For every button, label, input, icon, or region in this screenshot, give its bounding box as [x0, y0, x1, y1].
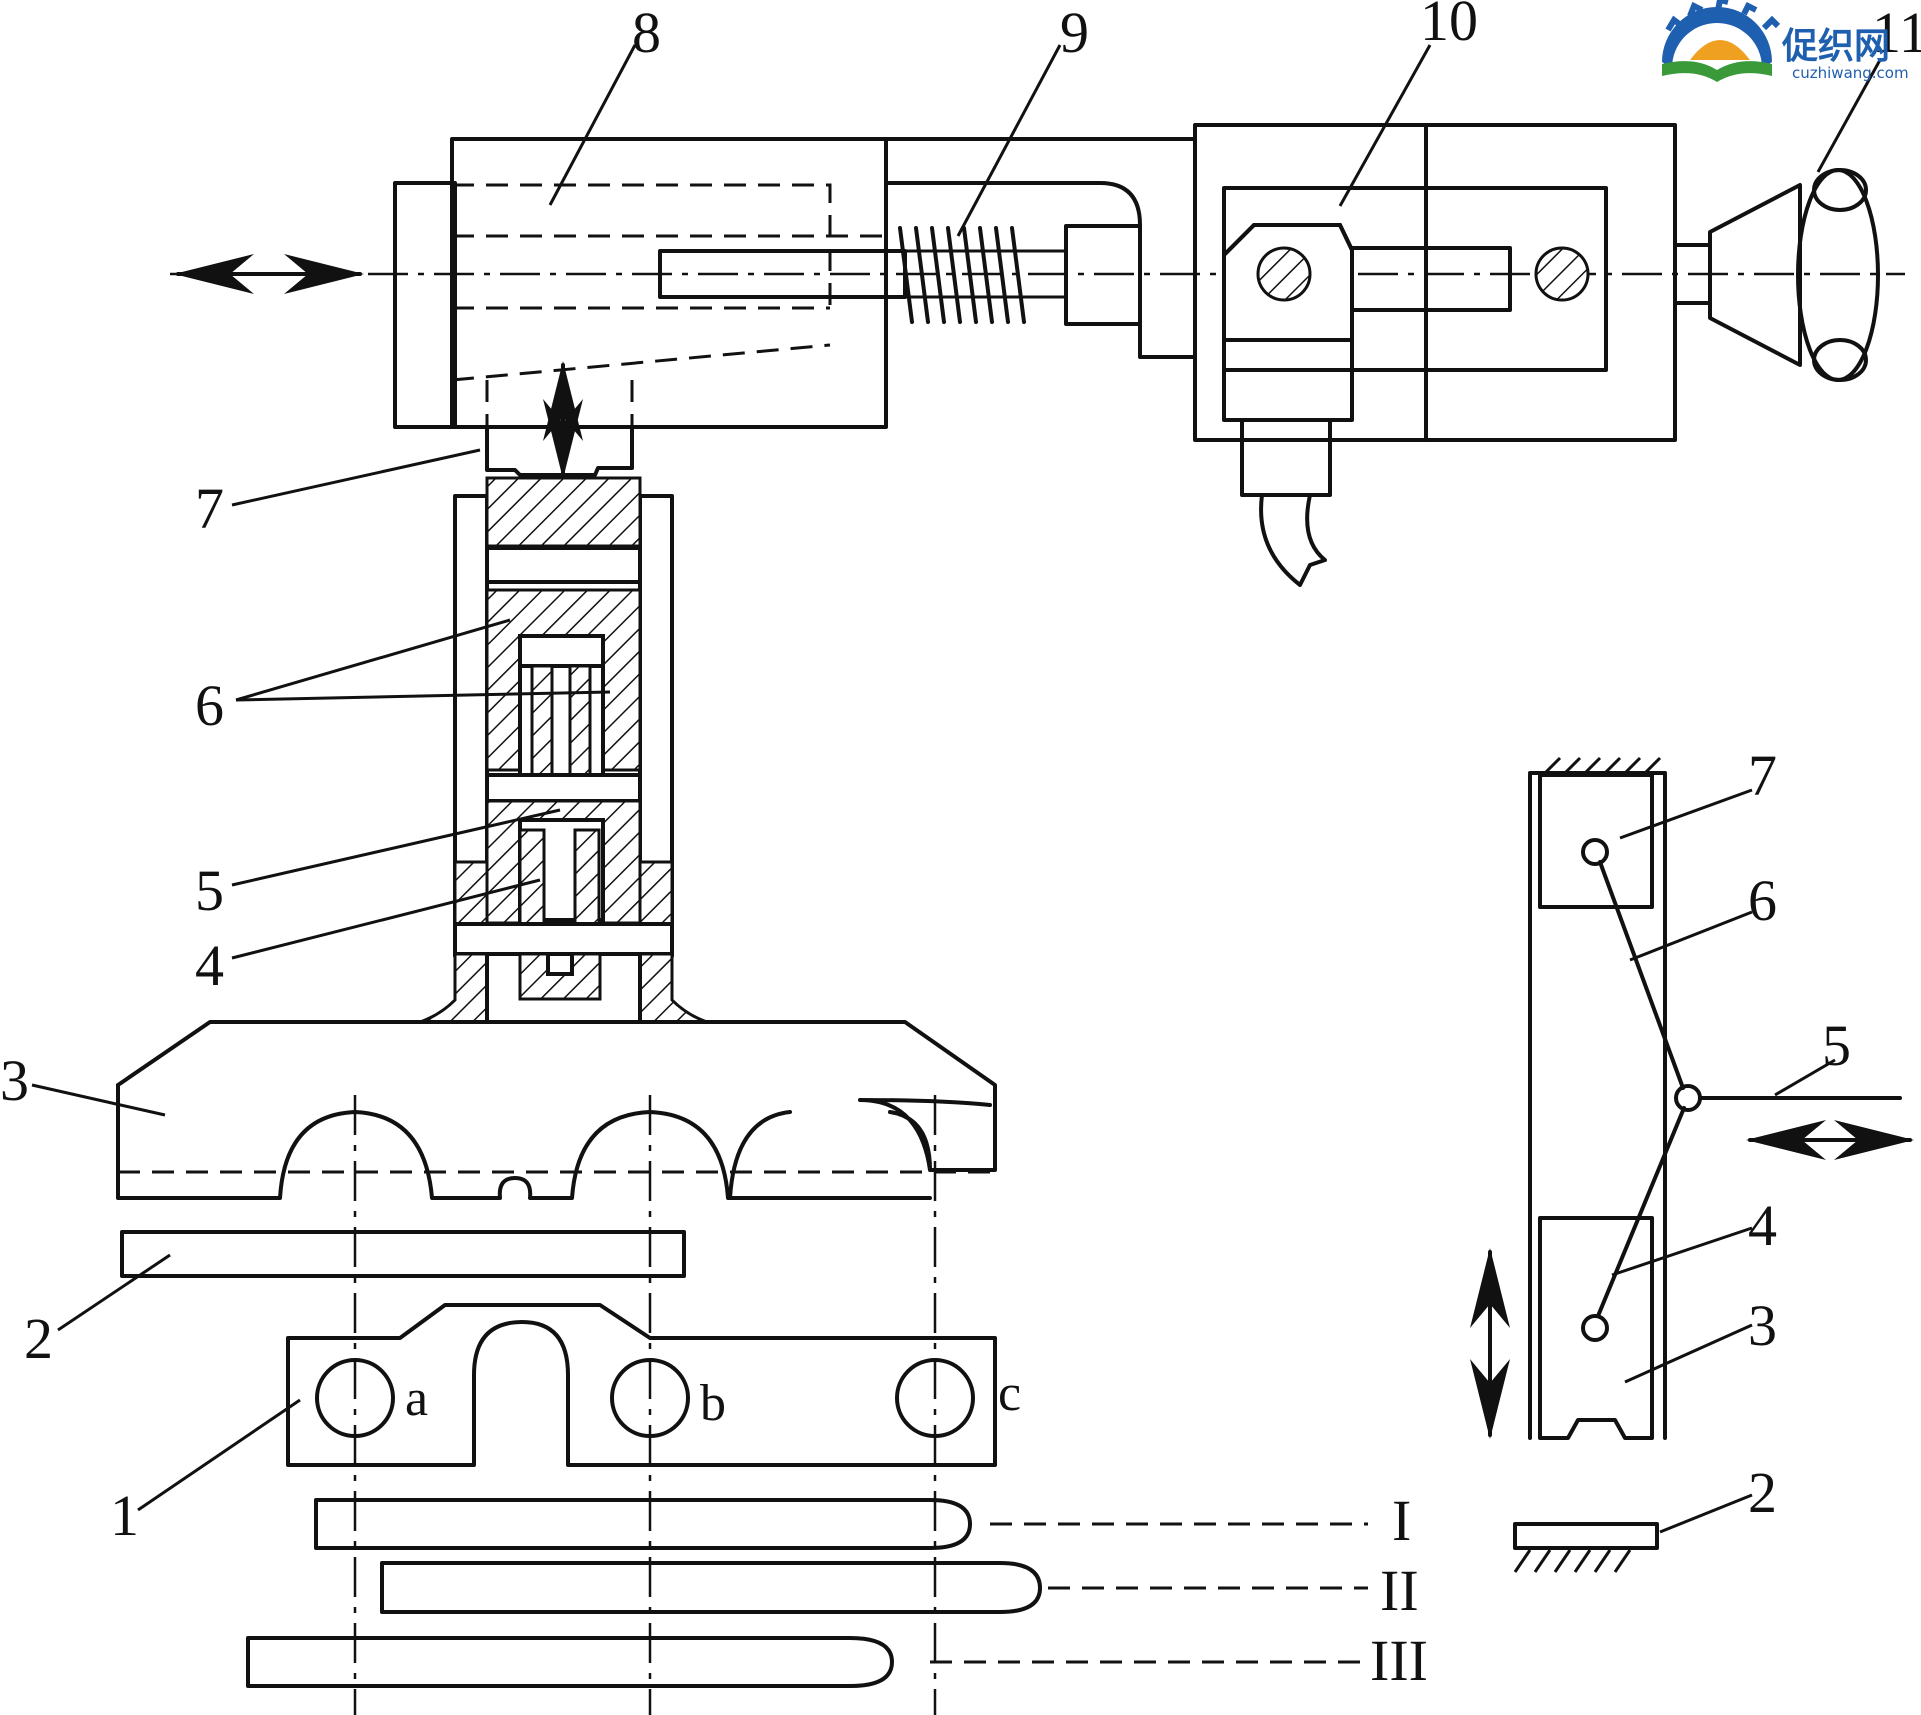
- label-2: 2: [24, 1306, 53, 1371]
- book-icon: [1662, 61, 1772, 82]
- slide-body-8: [170, 137, 1905, 429]
- label-7: 7: [195, 476, 224, 541]
- hole-label-a: a: [405, 1370, 428, 1427]
- template-3: [116, 1020, 997, 1200]
- hole-labels: a b c: [405, 1365, 1021, 1432]
- gear-icon: [1662, 7, 1772, 68]
- label-9: 9: [1060, 0, 1089, 65]
- schematic-label-6: 6: [1748, 868, 1777, 933]
- schematic-label-4: 4: [1748, 1193, 1777, 1258]
- bracket-frame: [884, 137, 1197, 359]
- position-label-1: I: [1392, 1488, 1411, 1553]
- center-lines: [353, 1095, 937, 1715]
- label-3: 3: [0, 1048, 29, 1113]
- label-1: 1: [110, 1483, 139, 1548]
- plate-1: [286, 1303, 997, 1467]
- part-labels: 8 9 10 11 7 6 5 4 3 2 1: [0, 0, 1921, 1548]
- schematic-label-2: 2: [1748, 1460, 1777, 1525]
- schematic-label-7: 7: [1748, 743, 1777, 808]
- bar-2: [120, 1230, 686, 1278]
- schematic: [1470, 756, 1914, 1573]
- site-logo: 促织网 cuzhiwang.com: [1662, 0, 1909, 82]
- knob-11: [1673, 168, 1880, 382]
- logo-url: cuzhiwang.com: [1792, 64, 1909, 82]
- label-11: 11: [1872, 0, 1921, 65]
- position-label-2: II: [1380, 1558, 1419, 1623]
- schematic-labels: 7 6 5 4 3 2: [1748, 743, 1851, 1525]
- logo-name: 促织网: [1781, 26, 1890, 66]
- spring-9: [898, 224, 1142, 326]
- label-4: 4: [195, 933, 224, 998]
- label-10: 10: [1420, 0, 1478, 53]
- position-label-3: III: [1370, 1628, 1428, 1693]
- unit-10: [1193, 123, 1677, 587]
- leader-lines: [31, 44, 1882, 1534]
- strip-bars: [246, 1498, 1368, 1688]
- column-assembly: [419, 361, 708, 1024]
- hole-label-b: b: [700, 1375, 726, 1432]
- hole-label-c: c: [998, 1365, 1021, 1422]
- schematic-label-3: 3: [1748, 1293, 1777, 1358]
- label-6: 6: [195, 673, 224, 738]
- label-8: 8: [632, 0, 661, 65]
- schematic-label-5: 5: [1822, 1013, 1851, 1078]
- position-labels: I II III: [1370, 1488, 1428, 1693]
- label-5: 5: [195, 858, 224, 923]
